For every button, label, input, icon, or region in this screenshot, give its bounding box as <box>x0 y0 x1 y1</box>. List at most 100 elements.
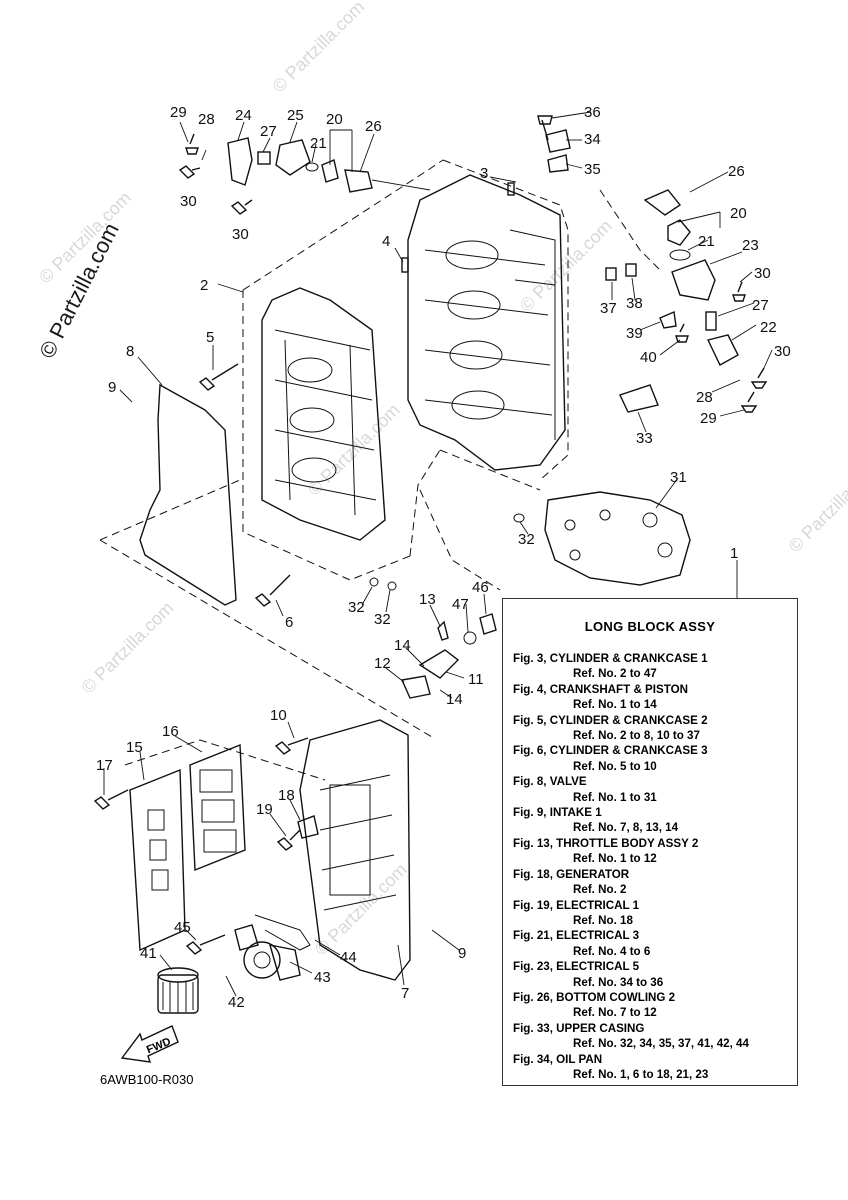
callout-27b: 27 <box>752 297 769 314</box>
callout-29b: 29 <box>700 410 717 427</box>
callout-11: 11 <box>468 671 484 688</box>
callout-17: 17 <box>96 757 113 774</box>
callout-26b: 26 <box>728 163 745 180</box>
legend-ref: Ref. No. 1 to 31 <box>573 790 657 804</box>
callout-46: 46 <box>472 579 489 596</box>
leader-lines <box>103 111 773 997</box>
head-gasket <box>139 383 237 606</box>
callout-34: 34 <box>584 131 601 148</box>
base-gasket <box>544 491 691 586</box>
callout-26: 26 <box>365 118 382 135</box>
legend-ref: Ref. No. 1 to 14 <box>573 698 657 712</box>
watermark-text: © Partzilla.com <box>78 598 178 698</box>
callout-42: 42 <box>228 994 245 1011</box>
legend-fig: Fig. 9, INTAKE 1 <box>513 806 602 820</box>
callout-21b: 21 <box>698 233 715 250</box>
callout-30d: 30 <box>774 343 791 360</box>
callout-32c: 32 <box>374 611 391 628</box>
callout-25: 25 <box>287 107 304 124</box>
legend-ref: Ref. No. 5 to 10 <box>573 759 657 773</box>
legend-ref: Ref. No. 2 <box>573 883 627 897</box>
callout-12: 12 <box>374 655 391 672</box>
assembly-outlines <box>99 159 661 781</box>
callout-35: 35 <box>584 161 601 178</box>
callout-9: 9 <box>108 379 116 396</box>
watermark-text: © Partzilla.com <box>785 456 848 556</box>
legend-ref: Ref. No. 18 <box>573 913 633 927</box>
callout-16: 16 <box>162 723 179 740</box>
water-fittings <box>369 513 525 699</box>
cylinder-head <box>261 287 386 541</box>
callout-40: 40 <box>640 349 657 366</box>
legend-fig: Fig. 19, ELECTRICAL 1 <box>513 898 640 912</box>
legend-fig: Fig. 33, UPPER CASING <box>513 1021 645 1035</box>
legend-fig: Fig. 4, CRANKSHAFT & PISTON <box>513 682 688 696</box>
callout-3: 3 <box>480 165 488 182</box>
callout-15: 15 <box>126 739 143 756</box>
callout-39: 39 <box>626 325 643 342</box>
bolts <box>93 115 768 955</box>
legend-fig: Fig. 18, GENERATOR <box>513 867 630 881</box>
watermark-text: © Partzilla.com <box>268 0 368 97</box>
callout-18: 18 <box>278 787 295 804</box>
callout-4: 4 <box>382 233 390 250</box>
legend-fig: Fig. 21, ELECTRICAL 3 <box>513 929 640 943</box>
callout-31: 31 <box>670 469 687 486</box>
callout-47: 47 <box>452 596 469 613</box>
callout-labels: 1 2 3 4 5 6 7 8 9 9 10 11 12 13 14 14 15… <box>96 104 791 1011</box>
callout-20: 20 <box>326 111 343 128</box>
callout-28b: 28 <box>696 389 713 406</box>
callout-8: 8 <box>126 343 134 360</box>
callout-32: 32 <box>518 531 535 548</box>
legend-ref: Ref. No. 2 to 8, 10 to 37 <box>573 729 700 743</box>
callout-41: 41 <box>140 945 157 962</box>
legend-ref: Ref. No. 34 to 36 <box>573 975 664 989</box>
callout-5: 5 <box>206 329 214 346</box>
callout-14b: 14 <box>446 691 463 708</box>
legend-fig: Fig. 13, THROTTLE BODY ASSY 2 <box>513 836 699 850</box>
callout-23: 23 <box>742 237 759 254</box>
callout-7: 7 <box>401 985 409 1002</box>
callout-32b: 32 <box>348 599 365 616</box>
callout-19: 19 <box>256 801 273 818</box>
crankcase-block <box>407 174 566 471</box>
legend-ref: Ref. No. 1, 6 to 18, 21, 23 <box>573 1067 709 1081</box>
callout-37: 37 <box>600 300 617 317</box>
legend-fig: Fig. 8, VALVE <box>513 775 587 789</box>
callout-30c: 30 <box>754 265 771 282</box>
legend-fig: Fig. 23, ELECTRICAL 5 <box>513 960 640 974</box>
legend-box: LONG BLOCK ASSY Fig. 3, CYLINDER & CRANK… <box>502 598 798 1086</box>
legend-title: LONG BLOCK ASSY <box>584 619 716 634</box>
callout-9b: 9 <box>458 945 466 962</box>
callout-36: 36 <box>584 104 601 121</box>
callout-28: 28 <box>198 111 215 128</box>
callout-24: 24 <box>235 107 252 124</box>
legend-fig: Fig. 6, CYLINDER & CRANKCASE 3 <box>513 744 708 758</box>
callout-2: 2 <box>200 277 208 294</box>
callout-44: 44 <box>340 949 357 966</box>
callout-43: 43 <box>314 969 331 986</box>
callout-33: 33 <box>636 430 653 447</box>
callout-14: 14 <box>394 637 411 654</box>
callout-45: 45 <box>174 919 191 936</box>
legend-fig: Fig. 26, BOTTOM COWLING 2 <box>513 990 676 1004</box>
callout-29: 29 <box>170 104 187 121</box>
legend-ref: Ref. No. 7, 8, 13, 14 <box>573 821 679 835</box>
callout-1: 1 <box>730 545 738 562</box>
callout-10: 10 <box>270 707 287 724</box>
legend-ref: Ref. No. 7 to 12 <box>573 1006 657 1020</box>
legend-ref: Ref. No. 2 to 47 <box>573 667 657 681</box>
legend-fig: Fig. 5, CYLINDER & CRANKCASE 2 <box>513 713 708 727</box>
legend-fig: Fig. 3, CYLINDER & CRANKCASE 1 <box>513 652 708 665</box>
thermostat-assembly <box>643 189 739 366</box>
legend-list: Fig. 3, CYLINDER & CRANKCASE 1 Ref. No. … <box>513 651 793 1082</box>
callout-21: 21 <box>310 135 327 152</box>
oil-filter <box>157 914 311 1014</box>
callout-22: 22 <box>760 319 777 336</box>
oil-pan <box>299 719 411 981</box>
diagram-code: 6AWB100-R030 <box>100 1072 194 1087</box>
callout-30: 30 <box>180 193 197 210</box>
legend-fig: Fig. 34, OIL PAN <box>513 1052 603 1066</box>
legend-ref: Ref. No. 4 to 6 <box>573 944 651 958</box>
